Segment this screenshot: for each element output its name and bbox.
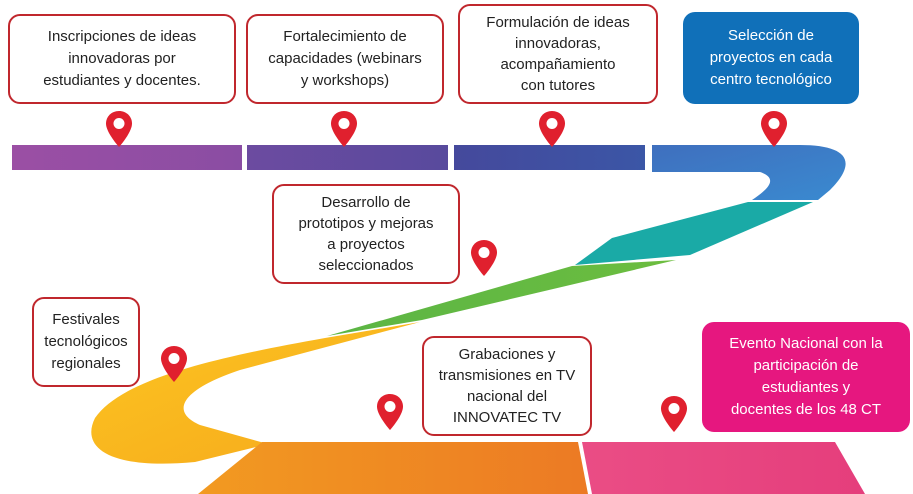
location-pin-icon	[331, 111, 357, 147]
milestone-grabaciones: Grabaciones y transmisiones en TV nacion…	[422, 336, 592, 436]
milestone-text: participación de	[753, 357, 859, 374]
road-segment-1	[12, 145, 242, 170]
milestone-text: con tutores	[520, 77, 596, 94]
milestone-text: Inscripciones de ideas	[47, 28, 197, 45]
milestone-text: Selección de	[728, 27, 814, 44]
milestone-evento-nacional: Evento Nacional con la participación de …	[702, 322, 910, 432]
milestone-text: y workshops)	[300, 72, 390, 89]
milestone-text: prototipos y mejoras	[298, 215, 434, 232]
milestone-text: Formulación de ideas	[486, 14, 630, 31]
road-segment-2	[247, 145, 448, 170]
location-pin-icon	[377, 394, 403, 430]
milestone-text: INNOVATEC TV	[452, 409, 562, 426]
road-segment-8	[198, 442, 588, 494]
milestone-text: Fortalecimiento de	[283, 28, 407, 45]
milestone-text: Evento Nacional con la	[729, 335, 883, 352]
milestone-festivales: Festivales tecnológicos regionales	[32, 297, 140, 387]
milestone-text: estudiantes y docentes.	[43, 72, 201, 89]
milestone-text: regionales	[51, 355, 121, 372]
milestone-text: a proyectos	[327, 236, 405, 253]
road-segment-7	[91, 322, 421, 464]
milestone-text: tecnológicos	[44, 333, 128, 350]
milestone-text: innovadoras,	[515, 35, 601, 52]
road-segment-9	[582, 442, 865, 494]
location-pin-icon	[539, 111, 565, 147]
milestone-text: centro tecnológico	[710, 71, 832, 88]
milestone-inscripciones: Inscripciones de ideas innovadoras por e…	[8, 14, 236, 104]
milestone-seleccion: Selección de proyectos en cada centro te…	[683, 12, 859, 104]
location-pin-icon	[106, 111, 132, 147]
milestone-desarrollo: Desarrollo de prototipos y mejoras a pro…	[272, 184, 460, 284]
milestone-text: acompañamiento	[500, 56, 616, 73]
road-segment-4	[652, 145, 846, 200]
milestone-fortalecimiento: Fortalecimiento de capacidades (webinars…	[246, 14, 444, 104]
milestone-text: Festivales	[52, 311, 120, 328]
location-pin-icon	[761, 111, 787, 147]
milestone-text: estudiantes y	[761, 379, 851, 396]
road-segment-3	[454, 145, 645, 170]
road-segment-6	[327, 260, 676, 336]
location-pin-icon	[661, 396, 687, 432]
milestone-text: Desarrollo de	[321, 194, 411, 211]
milestone-text: seleccionados	[318, 257, 414, 274]
milestone-text: Grabaciones y	[458, 346, 556, 363]
location-pin-icon	[161, 346, 187, 382]
milestone-text: capacidades (webinars	[268, 50, 422, 67]
milestone-text: nacional del	[466, 388, 548, 405]
milestone-formulacion: Formulación de ideas innovadoras, acompa…	[458, 4, 658, 104]
milestone-text: transmisiones en TV	[438, 367, 576, 384]
milestone-text: docentes de los 48 CT	[730, 401, 882, 418]
milestone-text: proyectos en cada	[709, 49, 833, 66]
location-pin-icon	[471, 240, 497, 276]
road-segment-5	[575, 202, 813, 265]
milestone-text: innovadoras por	[68, 50, 176, 67]
